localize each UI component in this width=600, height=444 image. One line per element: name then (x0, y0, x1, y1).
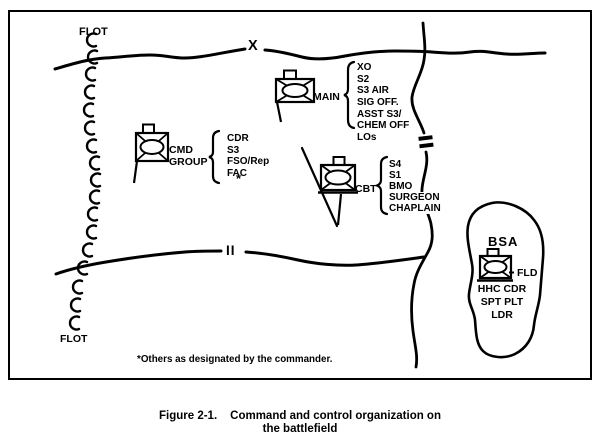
caption-line1: Figure 2-1. Command and control organizat… (0, 410, 600, 423)
cbt-staff-brace (373, 155, 389, 216)
cmd-staff-brace (208, 129, 221, 185)
bsa-staff-list: HHC CDR SPT PLT LDR (462, 283, 542, 322)
staff-item: XO (356, 62, 373, 74)
cbt-staff-list: S4 S1 BMO SURGEON CHAPLAIN (388, 159, 442, 214)
cmd-group-footnote-mark: * (236, 171, 242, 186)
main-cp-symbol (274, 69, 316, 123)
figure-caption: Figure 2-1. Command and control organizat… (0, 410, 600, 436)
cbt-pointer-line (300, 146, 339, 228)
staff-item: S3 AIR (356, 85, 390, 98)
staff-item: SPT PLT (480, 296, 524, 308)
flot-bottom-label: FLOT (60, 333, 88, 345)
flot-line-arcs (68, 32, 102, 331)
staff-item: FSO/Rep (226, 156, 271, 168)
staff-item: CDR (226, 133, 250, 145)
staff-item: ASST S3/ (356, 108, 403, 121)
staff-item: FAC (226, 167, 248, 180)
fld-cp-symbol (477, 248, 514, 282)
staff-item: HHC CDR (477, 283, 527, 295)
caption-title-line1: Command and control organization on (230, 410, 441, 422)
double-dash-marker (418, 135, 434, 149)
flot-top-label: FLOT (79, 26, 108, 38)
fld-cp-label: FLD (517, 267, 538, 279)
bsa-area-label: BSA (488, 234, 519, 249)
staff-item: S4 (388, 159, 403, 170)
cbt-cp-symbol (318, 156, 358, 226)
boundary-ii-marker: II (226, 243, 236, 258)
main-staff-list: XO S2 S3 AIR SIG OFF. ASST S3/ CHEM OFF … (356, 62, 411, 144)
cmd-group-label-line1: CMD (169, 144, 193, 156)
staff-item: SURGEON (388, 192, 441, 203)
main-staff-brace (343, 60, 356, 130)
figure-border (8, 10, 592, 380)
staff-item: LOs (356, 132, 378, 144)
top-boundary-line (53, 47, 547, 71)
cbt-cp-label: CBT (355, 183, 377, 195)
figure-footnote: *Others as designated by the commander. (137, 354, 333, 365)
staff-item: S2 (356, 73, 371, 86)
staff-item: CHAPLAIN (388, 203, 442, 214)
staff-item: BMO (388, 181, 414, 192)
caption-figure-label: Figure 2-1. (159, 410, 218, 422)
cmd-group-label: CMD GROUP (169, 144, 208, 168)
cmd-group-cp-symbol (132, 123, 170, 184)
cmd-group-label-line2: GROUP (169, 155, 208, 168)
cmd-group-staff-list: CDR S3 FSO/Rep FAC (226, 133, 271, 180)
road-line (410, 21, 434, 369)
main-cp-label: MAIN (313, 91, 340, 103)
staff-item: LDR (491, 309, 513, 321)
bottom-boundary-line (54, 249, 426, 276)
boundary-x-marker: X (248, 38, 258, 54)
staff-item: CHEM OFF (356, 120, 411, 133)
staff-item: SIG OFF. (356, 97, 400, 109)
staff-item: S3 (226, 144, 241, 157)
staff-item: S1 (388, 170, 403, 181)
caption-title-line2: the battlefield (262, 423, 338, 435)
